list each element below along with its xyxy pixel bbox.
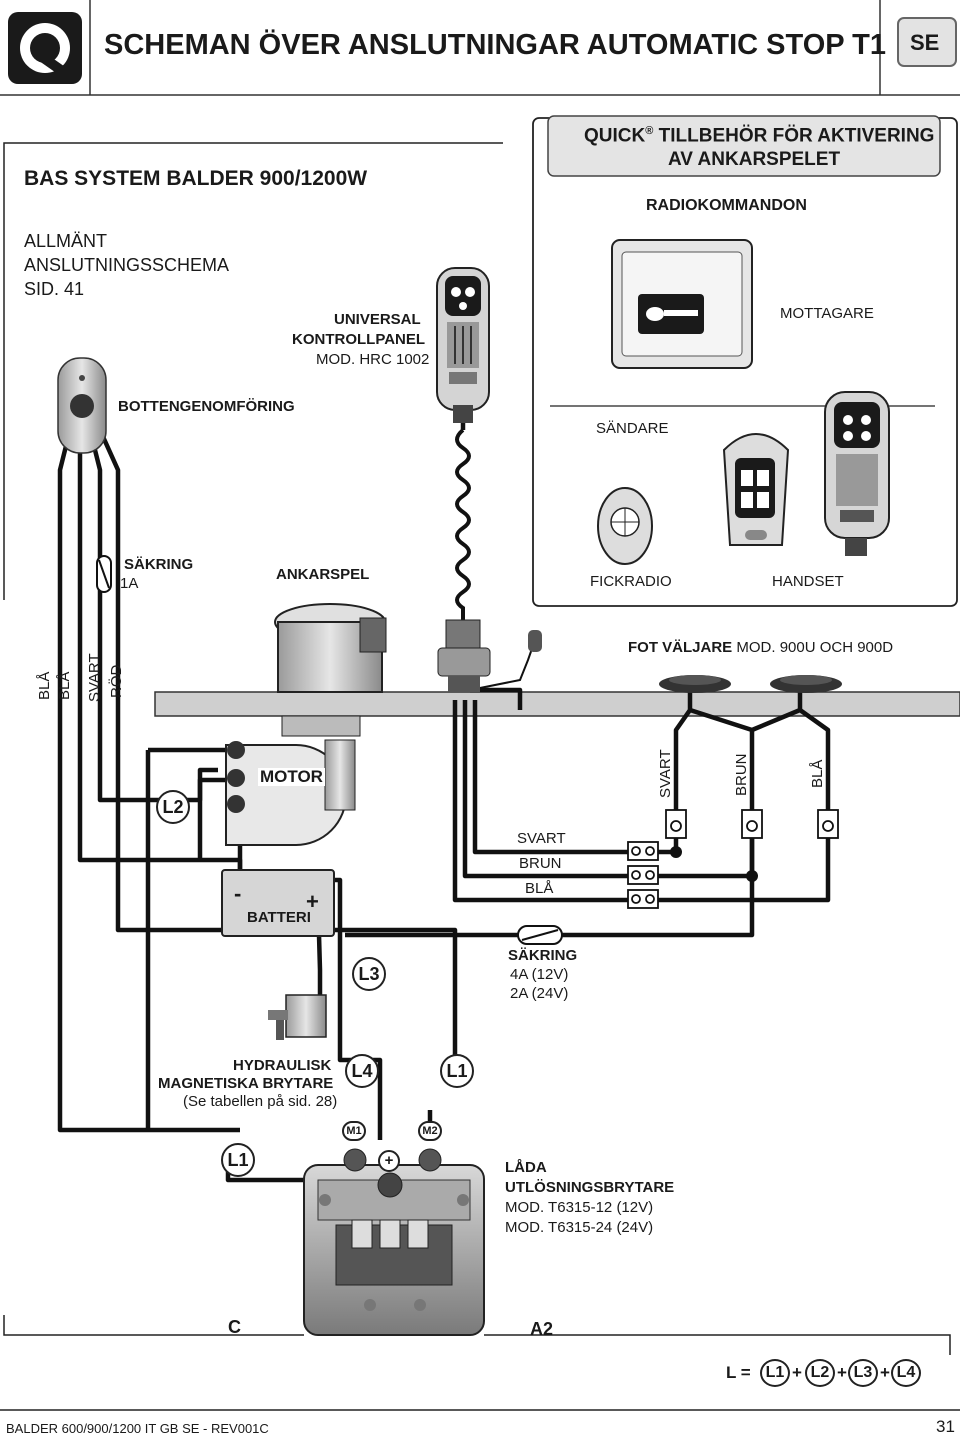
control-panel-model: MOD. HRC 1002	[316, 351, 430, 368]
terminal-label-blue: BLÅ	[525, 880, 554, 897]
motor-label: MOTOR	[258, 767, 325, 786]
terminal-label-brown: BRUN	[519, 855, 562, 872]
general-line-2: ANSLUTNINGSSCHEMA	[24, 255, 230, 275]
terminal-marker-m1: M1	[342, 1121, 366, 1141]
fuse-main-label: SÄKRING	[508, 947, 578, 964]
wire-label-red: RÖD	[108, 664, 125, 698]
wire-label-black: SVART	[86, 653, 103, 702]
accessories-title-rest: TILLBEHÖR FÖR AKTIVERING	[653, 125, 935, 147]
accessories-brand: QUICK	[584, 125, 646, 147]
terminal-label-black: SVART	[517, 830, 566, 847]
control-panel-icon	[436, 267, 490, 423]
footer-page-number: 31	[936, 1417, 955, 1436]
battery-icon	[221, 869, 335, 937]
breaker-line1: HYDRAULISK	[233, 1057, 332, 1074]
pocket-remote-icon	[597, 487, 653, 565]
windlass-label: ANKARSPEL	[276, 566, 370, 583]
formula-term-l2: L2	[805, 1359, 835, 1387]
quick-logo-icon	[8, 12, 82, 84]
language-badge	[897, 17, 957, 67]
terminal-label-a2: A2	[530, 1319, 554, 1339]
deck-gland-icon	[57, 357, 107, 454]
battery-label: BATTERI	[247, 909, 311, 926]
deck-socket-icon	[437, 619, 542, 692]
section-title: BAS SYSTEM BALDER 900/1200W	[24, 167, 368, 190]
fuse-small-icon	[96, 555, 112, 593]
terminal-blocks	[627, 809, 839, 909]
accessories-title-line2: AV ANKARSPELET	[668, 149, 841, 170]
foot-wire-label-brown: BRUN	[733, 753, 750, 796]
general-line-3: SID. 41	[24, 279, 85, 299]
control-box-line2: UTLÖSNINGSBRYTARE	[505, 1179, 675, 1196]
registered-mark: ®	[645, 125, 654, 137]
formula-term-l3: L3	[848, 1359, 878, 1387]
deck-gland-label: BOTTENGENOMFÖRING	[118, 398, 295, 415]
handset-remote-icon	[722, 433, 790, 546]
control-box-icon	[303, 1148, 485, 1336]
general-line-1: ALLMÄNT	[24, 231, 108, 251]
cable-marker-l2: L2	[156, 790, 190, 824]
pocket-radio-label: FICKRADIO	[590, 573, 672, 590]
foot-switch-label: FOT VÄLJARE MOD. 900U OCH 900D	[628, 640, 893, 656]
formula-op-2: +	[837, 1363, 847, 1382]
control-box-model-12: MOD. T6315-12 (12V)	[505, 1199, 654, 1216]
fuse-small-value: 1A	[120, 575, 139, 592]
windlass-icon	[225, 603, 387, 846]
foot-switch-model: MOD. 900U OCH 900D	[736, 639, 894, 656]
cable-marker-l4: L4	[345, 1054, 379, 1088]
formula-term-l4: L4	[891, 1359, 921, 1387]
foot-wire-label-black: SVART	[657, 749, 674, 798]
formula-term-l1: L1	[760, 1359, 790, 1387]
wires	[57, 410, 831, 1183]
footer-doc-id: BALDER 600/900/1200 IT GB SE - REV001C	[6, 1421, 269, 1436]
foot-wire-label-blue: BLÅ	[809, 759, 826, 788]
fuse-main-icon	[517, 925, 563, 945]
breaker-line2: MAGNETISKA BRYTARE	[158, 1075, 334, 1092]
wire-label-blue-2: BLÅ	[56, 671, 73, 700]
receiver-label: MOTTAGARE	[780, 305, 874, 322]
breaker-line3: (Se tabellen på sid. 28)	[183, 1093, 338, 1110]
control-panel-line2: KONTROLLPANEL	[292, 331, 426, 348]
radio-commands-label: RADIOKOMMANDON	[646, 197, 807, 214]
foot-switch-title: FOT VÄLJARE	[628, 639, 733, 656]
page-title: SCHEMAN ÖVER ANSLUTNINGAR AUTOMATIC STOP…	[104, 29, 886, 61]
handset-large-icon	[824, 391, 890, 556]
formula-prefix: L =	[726, 1363, 751, 1382]
deck-slab	[154, 691, 960, 717]
foot-switch-icon	[659, 675, 842, 693]
terminal-marker-m2: M2	[418, 1121, 442, 1141]
fuse-main-12v: 4A (12V)	[510, 966, 569, 983]
language-badge-label: SE	[910, 30, 940, 55]
fuse-small-label: SÄKRING	[124, 556, 194, 573]
terminal-marker-plus: +	[378, 1150, 400, 1172]
handset-label: HANDSET	[772, 573, 844, 590]
cable-marker-l3: L3	[352, 957, 386, 991]
transmitter-label: SÄNDARE	[596, 420, 669, 437]
coiled-cable	[455, 428, 471, 628]
battery-minus: -	[234, 881, 242, 906]
formula-op-1: +	[792, 1363, 802, 1382]
control-box-line1: LÅDA	[505, 1159, 547, 1176]
battery-plus: +	[306, 889, 319, 914]
circuit-breaker-icon	[268, 994, 327, 1040]
accessories-title-line1: QUICK® TILLBEHÖR FÖR AKTIVERING	[584, 125, 935, 147]
formula-op-3: +	[880, 1363, 890, 1382]
terminal-label-c: C	[228, 1317, 241, 1337]
control-box-model-24: MOD. T6315-24 (24V)	[505, 1219, 654, 1236]
cable-marker-l1-bottom: L1	[221, 1143, 255, 1177]
receiver-icon	[611, 239, 753, 369]
control-panel-line1: UNIVERSAL	[334, 311, 421, 328]
cable-marker-l1-top: L1	[440, 1054, 474, 1088]
wire-label-blue-1: BLÅ	[36, 671, 53, 700]
fuse-main-24v: 2A (24V)	[510, 985, 569, 1002]
